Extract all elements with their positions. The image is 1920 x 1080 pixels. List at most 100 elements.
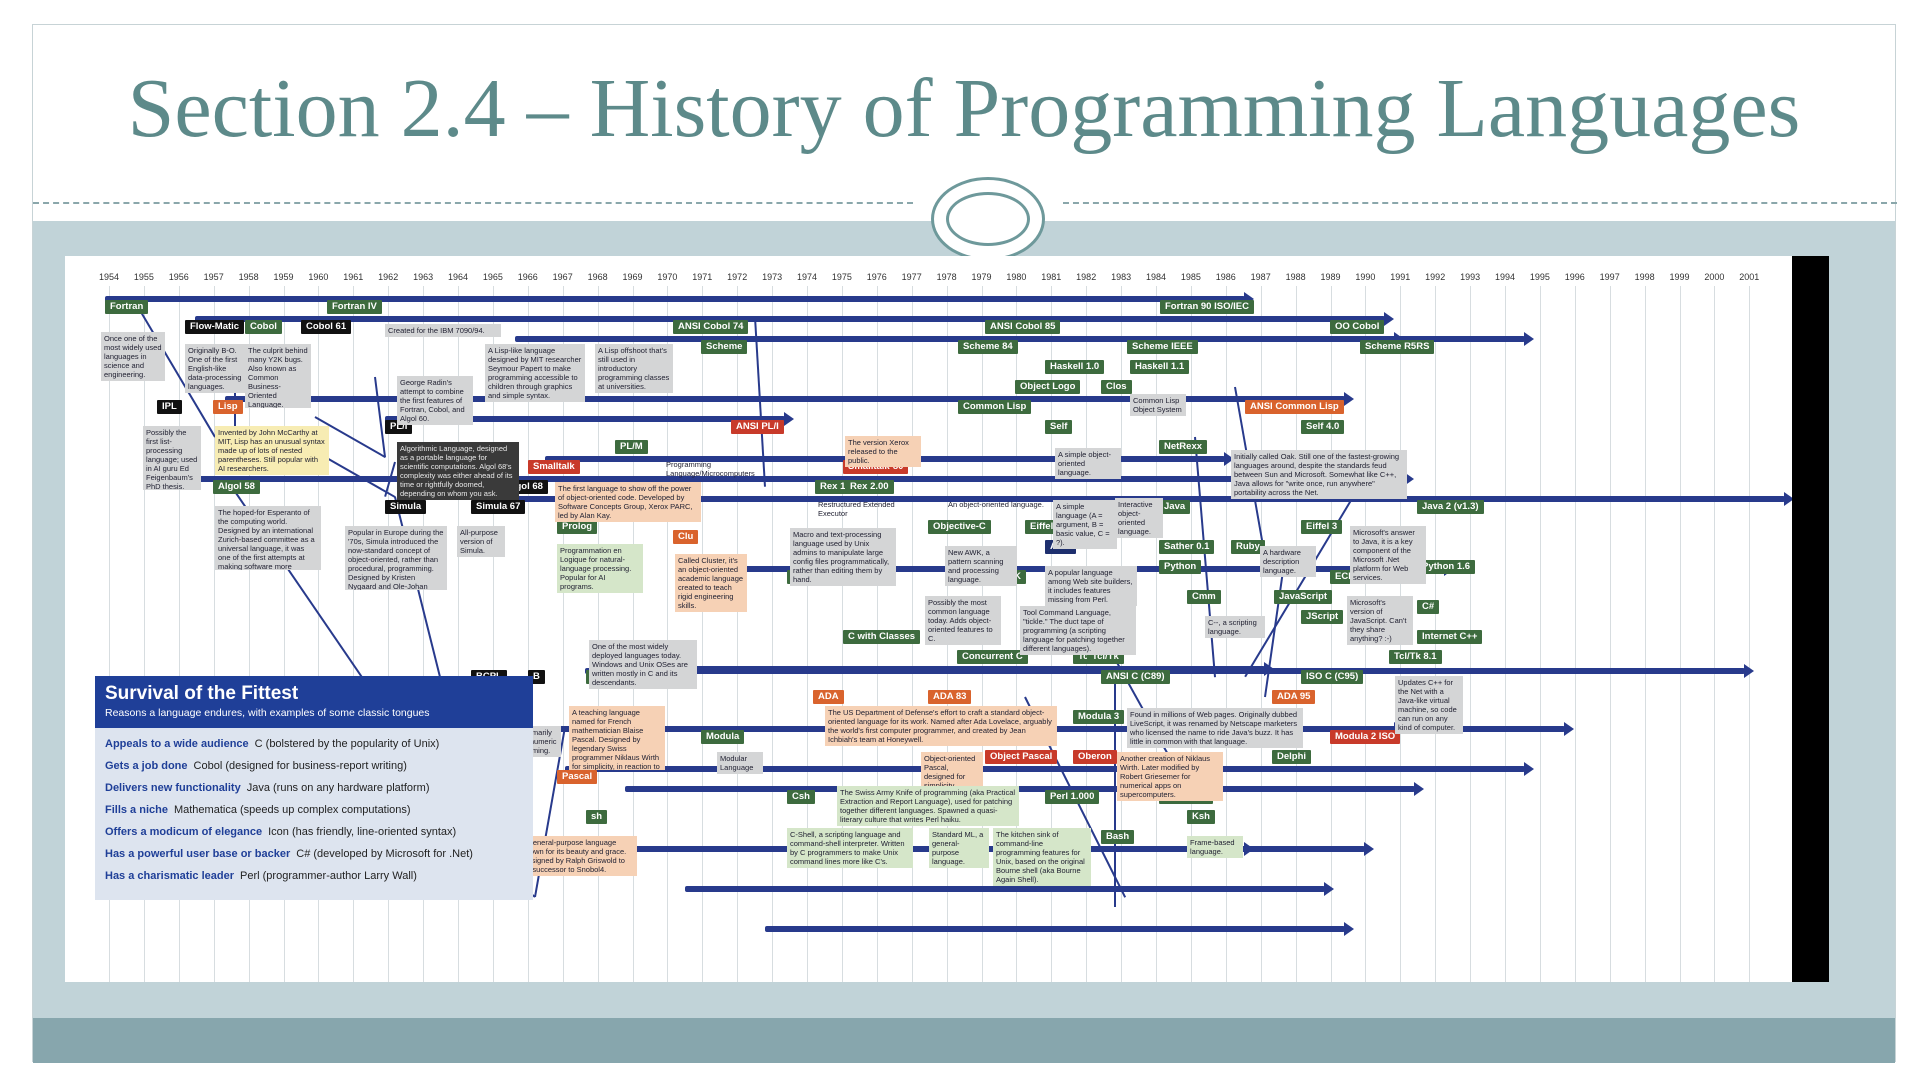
annotation-note: Another creation of Niklaus Wirth. Later…: [1117, 752, 1223, 801]
survival-reason: Offers a modicum of elegance: [105, 826, 263, 838]
oval-ornament: [931, 177, 1045, 261]
chart-edge-bar: [1792, 256, 1829, 982]
annotation-note: Object-oriented Pascal, designed for sim…: [921, 752, 983, 792]
year-gridline: [1016, 286, 1018, 982]
language-tag-modula-2-iso: Modula 2 ISO: [1330, 730, 1401, 744]
lineage-line: [195, 472, 1414, 486]
language-tag-clu: Clu: [673, 530, 699, 544]
annotation-note: Macro and text-processing language used …: [790, 528, 896, 586]
annotation-note: Created for the IBM 7090/94.: [385, 324, 501, 337]
language-tag-simula-67: Simula 67: [471, 500, 526, 514]
year-gridline: [388, 286, 390, 982]
language-tag-scheme: Scheme: [701, 340, 748, 354]
survival-row: Offers a modicum of elegance Icon (has fr…: [95, 822, 533, 844]
survival-example: C# (developed by Microsoft for .Net): [296, 848, 473, 860]
year-label: 1961: [343, 272, 364, 282]
year-label: 1971: [692, 272, 713, 282]
language-tag-java: Java: [1159, 500, 1191, 514]
survival-example: Icon (has friendly, line-oriented syntax…: [268, 826, 457, 838]
year-label: 1972: [727, 272, 748, 282]
annotation-note: The kitchen sink of command-line program…: [993, 828, 1091, 886]
survival-example: Cobol (designed for business-report writ…: [193, 760, 407, 772]
annotation-note: A general-purpose language known for its…: [519, 836, 637, 876]
year-label: 1989: [1320, 272, 1341, 282]
survival-of-fittest-box: Survival of the Fittest Reasons a langua…: [95, 676, 533, 900]
year-gridline: [318, 286, 320, 982]
survival-header: Survival of the Fittest Reasons a langua…: [95, 676, 533, 728]
year-label: 1987: [1250, 272, 1271, 282]
language-tag-haskell-1-0: Haskell 1.0: [1045, 360, 1105, 374]
annotation-note: Programming Language/Microcomputers: [666, 460, 755, 478]
annotation-note: Found in millions of Web pages. Original…: [1127, 708, 1303, 748]
year-gridline: [807, 286, 808, 982]
annotation-note: Possibly the most common language today.…: [925, 596, 1001, 645]
language-tag-bash: Bash: [1101, 830, 1135, 844]
year-gridline: [667, 286, 669, 982]
annotation-note: A simple language (A = argument, B = bas…: [1053, 500, 1117, 549]
annotation-note: Updates C++ for the Net with a Java-like…: [1395, 676, 1463, 734]
year-label: 2001: [1739, 272, 1760, 282]
year-label: 1965: [482, 272, 503, 282]
annotation-note: Microsoft's answer to Java, it is a key …: [1350, 526, 1426, 584]
language-tag-javascript: JavaScript: [1274, 590, 1333, 604]
language-tag-perl-1-000: Perl 1.000: [1045, 790, 1100, 804]
year-label: 1957: [203, 272, 224, 282]
annotation-note: New AWK, a pattern scanning and processi…: [945, 546, 1017, 586]
language-tag-netrexx: NetRexx: [1159, 440, 1208, 454]
year-label: 1969: [622, 272, 643, 282]
year-label: 1959: [273, 272, 294, 282]
annotation-note: Modular Language: [717, 752, 763, 774]
language-tag-iso-c-c95: ISO C (C95): [1301, 670, 1364, 684]
year-label: 1985: [1180, 272, 1201, 282]
survival-reason: Has a charismatic leader: [105, 870, 235, 882]
language-tag-smalltalk: Smalltalk: [528, 460, 580, 474]
title-divider-left: [33, 202, 913, 204]
annotation-note: Common Lisp Object System: [1130, 394, 1186, 416]
year-label: 1970: [657, 272, 678, 282]
survival-example: Java (runs on any hardware platform): [246, 782, 430, 794]
year-label: 1963: [413, 272, 434, 282]
year-gridline: [1574, 286, 1576, 982]
language-tag-self: Self: [1045, 420, 1073, 434]
annotation-note: C-Shell, a scripting language and comman…: [787, 828, 913, 868]
annotation-note: The hoped-for Esperanto of the computing…: [215, 506, 321, 570]
language-tag-eiffel-3: Eiffel 3: [1301, 520, 1343, 534]
annotation-note: Invented by John McCarthy at MIT, Lisp h…: [215, 426, 329, 475]
survival-title: Survival of the Fittest: [105, 683, 299, 704]
year-label: 1996: [1564, 272, 1585, 282]
language-tag-scheme-r5rs: Scheme R5RS: [1360, 340, 1435, 354]
language-tag-pascal: Pascal: [557, 770, 598, 784]
language-tag-eiffel: Eiffel: [1025, 520, 1059, 534]
language-tag-cobol: Cobol: [245, 320, 282, 334]
year-label: 1992: [1425, 272, 1446, 282]
survival-reason: Has a powerful user base or backer: [105, 848, 291, 860]
title-divider-right: [1063, 202, 1897, 204]
language-tag-object-logo: Object Logo: [1015, 380, 1081, 394]
year-label: 1977: [901, 272, 922, 282]
year-label: 1975: [831, 272, 852, 282]
year-label: 1995: [1529, 272, 1550, 282]
year-label: 1955: [133, 272, 154, 282]
language-tag-java-2-v1-3: Java 2 (v1.3): [1417, 500, 1484, 514]
annotation-note: A hardware description language.: [1260, 546, 1316, 577]
year-gridline: [702, 286, 704, 982]
year-label: 1998: [1634, 272, 1655, 282]
language-tag-self-4-0: Self 4.0: [1301, 420, 1345, 434]
language-tag-fortran-iv: Fortran IV: [327, 300, 382, 314]
year-gridline: [841, 286, 843, 982]
language-tag-object-pascal: Object Pascal: [985, 750, 1058, 764]
language-tag-modula: Modula: [701, 730, 745, 744]
language-tag-fortran: Fortran: [105, 300, 149, 314]
year-gridline: [213, 286, 215, 982]
lineage-line: [515, 332, 1534, 346]
annotation-note: A simple object-oriented language.: [1055, 448, 1121, 479]
annotation-note: One of the most widely deployed language…: [589, 640, 697, 689]
year-gridline: [1749, 286, 1751, 982]
language-tag-prolog: Prolog: [557, 520, 598, 534]
year-gridline: [1679, 286, 1681, 982]
year-gridline: [423, 286, 425, 982]
annotation-note: Restructured Extended Executor: [818, 500, 895, 518]
